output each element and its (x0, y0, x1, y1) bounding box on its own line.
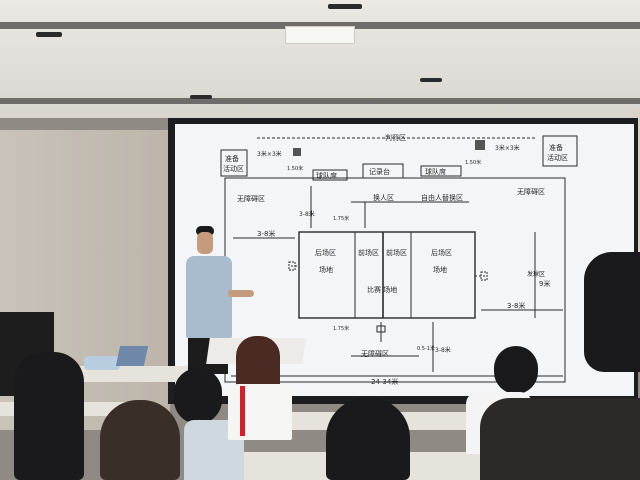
service-box-left (288, 261, 296, 271)
label-libero-zone: 自由人替换区 (421, 193, 463, 202)
label-dim-3-8-bottom: 3-8米 (435, 346, 451, 354)
label-front-court-left: 前场区 (358, 248, 379, 257)
referee-stand (376, 325, 386, 333)
label-reserve-left-1: 准备 (225, 154, 239, 163)
label-dim-3-8-top: 3-8米 (299, 210, 315, 218)
ceiling-beam (0, 22, 640, 29)
label-front-court-right: 前场区 (386, 248, 407, 257)
label-free-zone-top-left: 无障碍区 (237, 194, 265, 203)
label-free-zone-bottom: 无障碍区 (361, 349, 389, 358)
ceiling-spotlight (328, 4, 362, 9)
label-dim-3-8-left: 3-8米 (257, 229, 275, 238)
red-strap (240, 386, 245, 436)
chair-back (84, 356, 120, 370)
presenter-arm (228, 290, 254, 297)
audience-head (174, 368, 222, 424)
label-dim-3-8-right: 3-8米 (507, 301, 525, 310)
label-width-9m: 9米 (539, 279, 550, 288)
label-scorer-table: 记录台 (369, 167, 390, 176)
ceiling-spotlight (420, 78, 442, 82)
label-court-left: 场地 (319, 265, 333, 274)
presenter-face (197, 232, 213, 254)
label-size-right: 3米×3米 (495, 144, 520, 152)
label-width-9m-desc: 发球区 (527, 270, 545, 278)
label-free-zone-top-right: 无障碍区 (517, 187, 545, 196)
reserve-area-left (220, 149, 248, 177)
audience-person-left (14, 352, 84, 480)
presenter-shirt (186, 256, 232, 338)
service-box-right (480, 271, 488, 281)
presenter-hair (196, 226, 214, 236)
ceiling-spotlight (36, 32, 62, 37)
label-dim-150-left: 1.50米 (287, 165, 303, 172)
label-court-center: 比赛 场地 (367, 285, 397, 294)
audience-body-right (480, 398, 640, 480)
label-total-length: 24-34米 (371, 377, 398, 386)
label-back-court-right: 后场区 (431, 248, 452, 257)
audience-head-3 (326, 398, 410, 480)
label-reserve-right-1: 准备 (549, 143, 563, 152)
label-referee-zone: 判罚区 (385, 133, 406, 142)
scorer-table (362, 163, 404, 179)
reserve-area-right (542, 135, 578, 167)
audience-head-2 (100, 400, 180, 480)
team-bench-right (420, 165, 462, 177)
label-size-left: 3米×3米 (257, 150, 282, 158)
laptop (115, 346, 149, 366)
label-team-bench-right: 球队席 (425, 167, 446, 176)
label-back-court-left: 后场区 (315, 248, 336, 257)
team-bench-left (312, 169, 348, 181)
desk-left (78, 366, 188, 382)
audience-head-4 (494, 346, 538, 394)
label-dim-175-top: 1.75米 (333, 215, 349, 222)
post-left (293, 148, 301, 156)
court-diagram-svg: 判罚区 准备 活动区 准备 活动区 3米×3米 3米×3米 1.50米 1.50… (220, 133, 578, 386)
label-reserve-left-2: 活动区 (223, 164, 244, 173)
ceiling-spotlight (190, 95, 212, 99)
label-team-bench-left: 球队席 (316, 171, 337, 180)
court-outline (298, 231, 476, 319)
label-reserve-right-2: 活动区 (547, 153, 568, 162)
label-dim-175-bottom: 1.75米 (333, 325, 349, 332)
ceiling-light-panel (285, 26, 355, 44)
label-dim-150-right: 1.50米 (465, 159, 481, 166)
audience-girl-shirt (228, 384, 292, 440)
label-dim-05-1: 0.5-1米 (417, 345, 435, 352)
post-right (475, 140, 485, 150)
label-substitution-zone: 换人区 (373, 193, 394, 202)
ceiling-beam-lower (0, 98, 640, 104)
audience-head-right (584, 252, 640, 372)
label-court-right: 场地 (433, 265, 447, 274)
